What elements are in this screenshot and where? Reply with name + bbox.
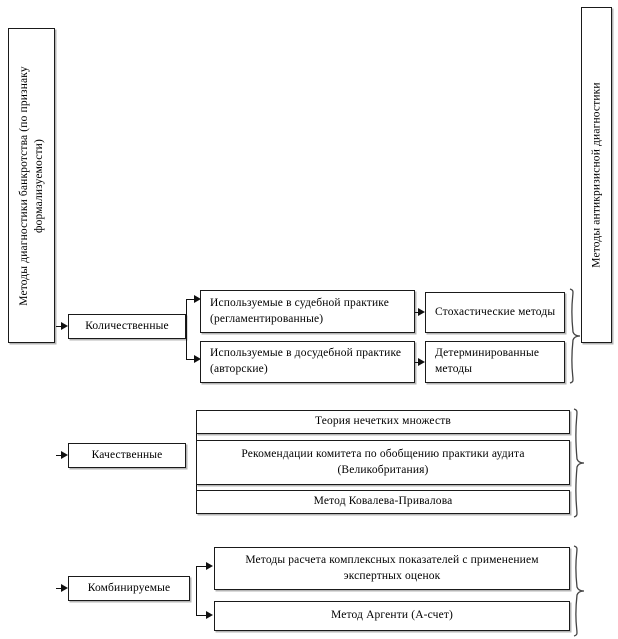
root-box-right-label: Методы антикризисной диагностики bbox=[590, 82, 603, 268]
leaf-label-complex-indicators-expert-estimates: Методы расчета комплексных показателей с… bbox=[245, 553, 539, 582]
leaf-box-argenti-method: Метод Аргенти (А-счет) bbox=[214, 601, 570, 631]
arrow-deterministic bbox=[418, 358, 425, 366]
arrow-stochastic bbox=[418, 308, 425, 316]
leaf-box-complex-indicators-expert-estimates: Методы расчета комплексных показателей с… bbox=[214, 547, 570, 590]
leaf-label-pretrial-practice: Используемые в досудебной практике (авто… bbox=[210, 347, 402, 375]
connector-root-to-combined bbox=[56, 588, 63, 589]
leaf-box-stochastic-methods: Стохастические методы bbox=[425, 292, 565, 333]
root-box-left: Методы диагностики банкротства (по призн… bbox=[8, 28, 55, 343]
leaf-label-deterministic-methods: Детерминированные методы bbox=[435, 347, 540, 375]
category-box-combined: Комбинируемые bbox=[68, 576, 190, 601]
root-box-left-label: Методы диагностики банкротства (по призн… bbox=[17, 65, 45, 306]
connector-quantitative-branch-2 bbox=[186, 359, 198, 360]
arrow-quantitative-child-2 bbox=[194, 355, 201, 363]
connector-root-to-quantitative bbox=[56, 326, 63, 327]
connector-root-to-qualitative bbox=[56, 455, 63, 456]
category-label-qualitative: Качественные bbox=[91, 448, 163, 461]
leaf-box-deterministic-methods: Детерминированные методы bbox=[425, 341, 565, 383]
arrow-combined-child-2 bbox=[206, 611, 213, 619]
leaf-box-fuzzy-sets-theory: Теория нечетких множеств bbox=[196, 410, 570, 434]
leaf-label-fuzzy-sets-theory: Теория нечетких множеств bbox=[314, 415, 451, 428]
leaf-box-kovalev-privalov-method: Метод Ковалева-Привалова bbox=[196, 490, 570, 514]
leaf-label-kovalev-privalov-method: Метод Ковалева-Привалова bbox=[313, 495, 453, 508]
connector-quantitative-branch-1 bbox=[186, 299, 198, 300]
arrow-root-to-combined bbox=[61, 584, 68, 592]
category-label-combined: Комбинируемые bbox=[87, 581, 171, 594]
arrow-root-to-quantitative bbox=[61, 322, 68, 330]
leaf-label-stochastic-methods: Стохастические методы bbox=[435, 305, 556, 318]
connector-quantitative-trunk bbox=[186, 299, 187, 360]
connector-combined-trunk bbox=[196, 566, 197, 615]
category-box-quantitative: Количественные bbox=[68, 314, 186, 339]
category-box-qualitative: Качественные bbox=[68, 443, 186, 468]
connector-combined-branch-1 bbox=[196, 566, 210, 567]
leaf-box-judicial-practice: Используемые в судебной практике (реглам… bbox=[200, 290, 415, 333]
brace-qualitative bbox=[570, 408, 588, 518]
brace-combined bbox=[570, 545, 588, 637]
category-label-quantitative: Количественные bbox=[85, 319, 169, 332]
root-box-right: Методы антикризисной диагностики bbox=[581, 7, 612, 343]
arrow-combined-child-1 bbox=[206, 562, 213, 570]
connector-combined-branch-2 bbox=[196, 615, 210, 616]
leaf-box-pretrial-practice: Используемые в досудебной практике (авто… bbox=[200, 341, 415, 383]
leaf-label-judicial-practice: Используемые в судебной практике (реглам… bbox=[210, 296, 389, 325]
arrow-quantitative-child-1 bbox=[194, 295, 201, 303]
arrow-root-to-qualitative bbox=[61, 451, 68, 459]
leaf-box-audit-committee-recommendations: Рекомендации комитета по обобщению практ… bbox=[196, 440, 570, 485]
leaf-label-audit-committee-recommendations: Рекомендации комитета по обобщению практ… bbox=[241, 447, 525, 476]
brace-quantitative bbox=[566, 288, 584, 384]
leaf-label-argenti-method: Метод Аргенти (А-счет) bbox=[330, 609, 453, 622]
